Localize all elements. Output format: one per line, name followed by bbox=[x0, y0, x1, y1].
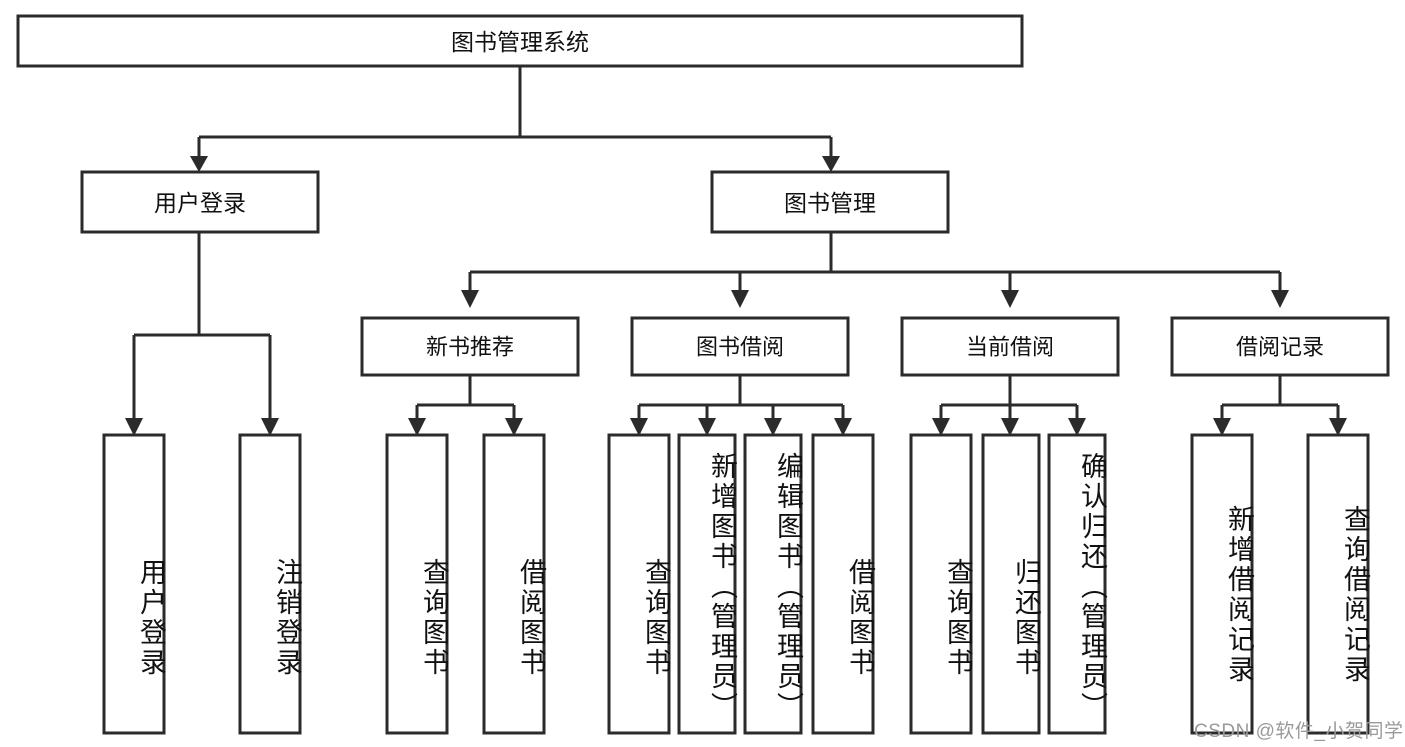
node-leaf-return-book-box[interactable] bbox=[981, 433, 1041, 735]
node-book-manage-label: 图书管理 bbox=[784, 190, 876, 216]
node-current-borrow-label: 当前借阅 bbox=[966, 335, 1054, 360]
node-leaf-query-book-1-box[interactable] bbox=[385, 433, 449, 735]
arrowhead-userlogin-child-0 bbox=[125, 418, 143, 436]
node-leaf-user-login-box[interactable] bbox=[102, 433, 166, 735]
node-root-box[interactable] bbox=[16, 14, 1024, 68]
connectors-layer bbox=[125, 66, 1347, 436]
node-current-borrow-box[interactable] bbox=[900, 316, 1120, 377]
node-book-borrow-label: 图书借阅 bbox=[696, 335, 784, 360]
arrowhead-book-manage bbox=[822, 156, 840, 172]
arrowhead-currentborrow bbox=[1001, 290, 1019, 308]
node-book-manage-box[interactable] bbox=[710, 170, 950, 234]
node-leaf-add-book-box[interactable] bbox=[677, 433, 737, 735]
node-leaf-add-record-box[interactable] bbox=[1190, 433, 1254, 735]
csdn-watermark: CSDN @软件_小贺同学 bbox=[1194, 721, 1404, 742]
arrowhead-currentborrow-child-1 bbox=[1001, 418, 1019, 436]
node-root-label: 图书管理系统 bbox=[451, 29, 589, 55]
node-leaf-query-book-2-box[interactable] bbox=[607, 433, 671, 735]
node-leaf-confirm-return-box[interactable] bbox=[1047, 433, 1107, 735]
arrowhead-borrowrecords-child-0 bbox=[1213, 418, 1231, 436]
arrowhead-userlogin-child-1 bbox=[261, 418, 279, 436]
arrowhead-bookborrow-child-2 bbox=[764, 418, 782, 436]
node-user-login-label: 用户登录 bbox=[154, 190, 246, 216]
node-borrow-records-label: 借阅记录 bbox=[1236, 335, 1324, 360]
node-leaf-borrow-book-2-box[interactable] bbox=[811, 433, 875, 735]
node-leaf-query-book-3-box[interactable] bbox=[909, 433, 973, 735]
arrowhead-newbook bbox=[461, 290, 479, 308]
node-leaf-query-record-box[interactable] bbox=[1306, 433, 1370, 735]
arrowhead-bookborrow-child-1 bbox=[698, 418, 716, 436]
nodes-layer: 图书管理系统 用户登录 图书管理 新书推荐 图书借阅 当前借阅 借阅记录 bbox=[16, 14, 1390, 735]
arrowhead-currentborrow-child-2 bbox=[1068, 418, 1086, 436]
arrowhead-user-login bbox=[190, 156, 208, 172]
node-leaf-edit-book-box[interactable] bbox=[743, 433, 803, 735]
node-leaf-borrow-book-1-box[interactable] bbox=[482, 433, 546, 735]
arrowhead-currentborrow-child-0 bbox=[932, 418, 950, 436]
node-book-borrow-box[interactable] bbox=[630, 316, 850, 377]
arrowhead-newbook-child-1 bbox=[505, 418, 523, 436]
node-new-book-recommend-label: 新书推荐 bbox=[426, 335, 514, 360]
arrowhead-bookborrow bbox=[731, 290, 749, 308]
node-new-book-recommend-box[interactable] bbox=[360, 316, 580, 377]
node-user-login-box[interactable] bbox=[80, 170, 320, 234]
arrowhead-borrowrecords-child-1 bbox=[1329, 418, 1347, 436]
arrowhead-borrowrecords bbox=[1271, 290, 1289, 308]
arrowhead-bookborrow-child-0 bbox=[630, 418, 648, 436]
arrowhead-newbook-child-0 bbox=[408, 418, 426, 436]
node-borrow-records-box[interactable] bbox=[1170, 316, 1390, 377]
node-leaf-logout-box[interactable] bbox=[238, 433, 302, 735]
arrowhead-bookborrow-child-3 bbox=[834, 418, 852, 436]
